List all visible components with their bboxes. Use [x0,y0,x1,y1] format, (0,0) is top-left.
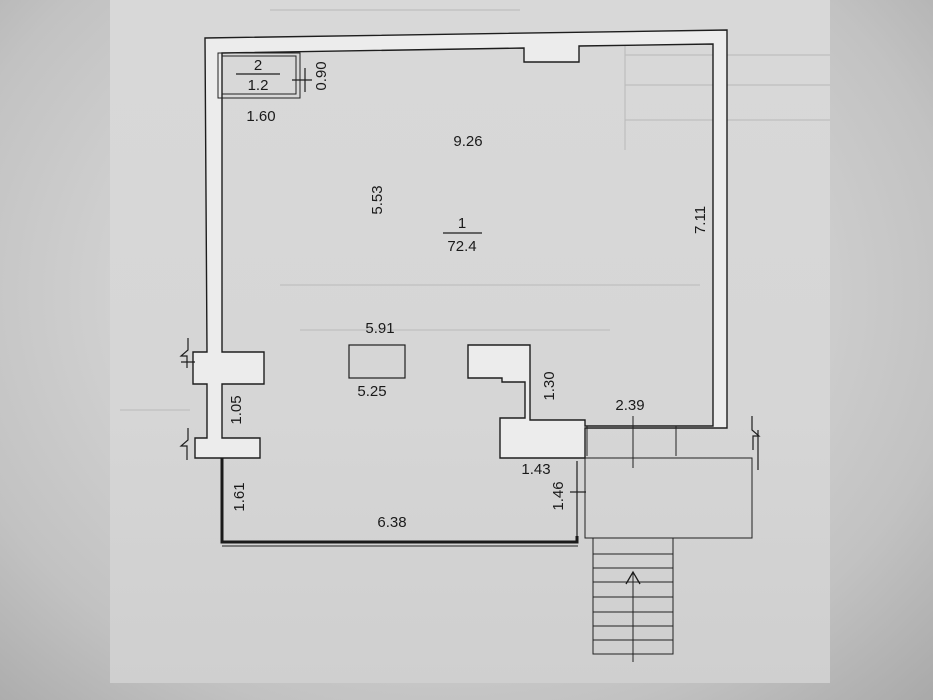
room-2-number: 2 [254,57,262,74]
room-1-number: 1 [458,215,466,232]
dim-small-room-width: 1.60 [246,108,275,125]
lower-room-walls [220,458,579,544]
porch-area [584,457,753,539]
dim-pillar-top: 5.91 [365,320,394,337]
staircase [592,537,674,662]
room-1-area: 72.4 [447,238,476,255]
stair-direction-arrow [625,570,641,585]
central-pillar [348,344,406,379]
room-2-inner-line [221,55,297,95]
dim-pillar-bottom: 5.25 [357,383,386,400]
dim-notch-height: 1.30 [541,371,558,400]
room-2-area: 1.2 [248,77,269,94]
dim-door-left-height: 1.05 [228,395,245,424]
dim-bottom-width: 6.38 [377,514,406,531]
paper-sheet [110,0,830,683]
entrance-marker-lower [179,428,189,460]
dim-door-right-width: 2.39 [615,397,644,414]
room-2-outline [217,52,301,99]
dim-top-width: 9.26 [453,133,482,150]
dim-porch-height: 1.46 [550,481,567,510]
entrance-marker-right [751,416,761,470]
outer-walls [192,29,728,459]
entrance-marker-upper [179,338,195,368]
dim-small-room-height: 0.90 [313,61,330,90]
dim-left-lower-height: 1.61 [231,482,248,511]
dim-porch-width: 1.43 [521,461,550,478]
dim-left-upper-height: 5.53 [369,185,386,214]
dim-right-height: 7.11 [692,206,709,234]
